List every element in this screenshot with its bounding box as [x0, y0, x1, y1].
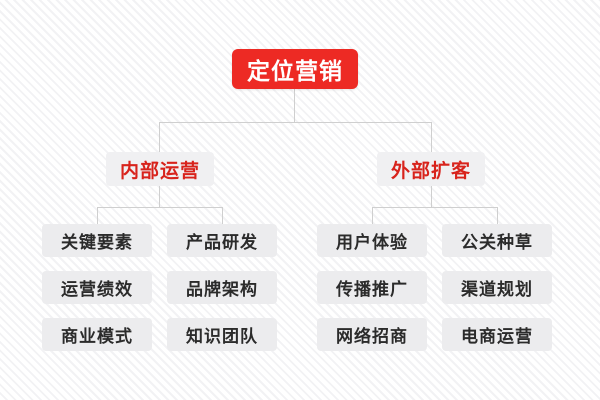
leaf-node[interactable]: 网络招商 [317, 318, 427, 351]
leaf-node[interactable]: 知识团队 [167, 318, 277, 351]
connector-branch-1-bar [372, 207, 497, 208]
connector-leaf-col-2-drop [372, 207, 373, 224]
connector-branch-0-stem [159, 186, 160, 207]
connector-leaf-col-1-drop [222, 207, 223, 224]
connector-root-bar [159, 122, 431, 123]
leaf-node[interactable]: 用户体验 [317, 224, 427, 257]
connector-leaf-col-0-drop [97, 207, 98, 224]
leaf-node[interactable]: 商业模式 [42, 318, 152, 351]
leaf-node[interactable]: 公关种草 [442, 224, 552, 257]
root-node[interactable]: 定位营销 [232, 49, 358, 89]
connector-branch-1-drop [431, 122, 432, 152]
connector-branch-0-drop [159, 122, 160, 152]
leaf-node[interactable]: 关键要素 [42, 224, 152, 257]
leaf-node[interactable]: 传播推广 [317, 271, 427, 304]
branch-node-external-acquisition[interactable]: 外部扩客 [377, 152, 485, 186]
leaf-node[interactable]: 电商运营 [442, 318, 552, 351]
leaf-node[interactable]: 产品研发 [167, 224, 277, 257]
leaf-node[interactable]: 渠道规划 [442, 271, 552, 304]
connector-leaf-col-3-drop [497, 207, 498, 224]
branch-node-internal-operations[interactable]: 内部运营 [106, 152, 214, 186]
connector-branch-1-stem [431, 186, 432, 207]
leaf-node[interactable]: 品牌架构 [167, 271, 277, 304]
connector-branch-0-bar [97, 207, 222, 208]
connector-root-stem [294, 89, 295, 122]
leaf-node[interactable]: 运营绩效 [42, 271, 152, 304]
